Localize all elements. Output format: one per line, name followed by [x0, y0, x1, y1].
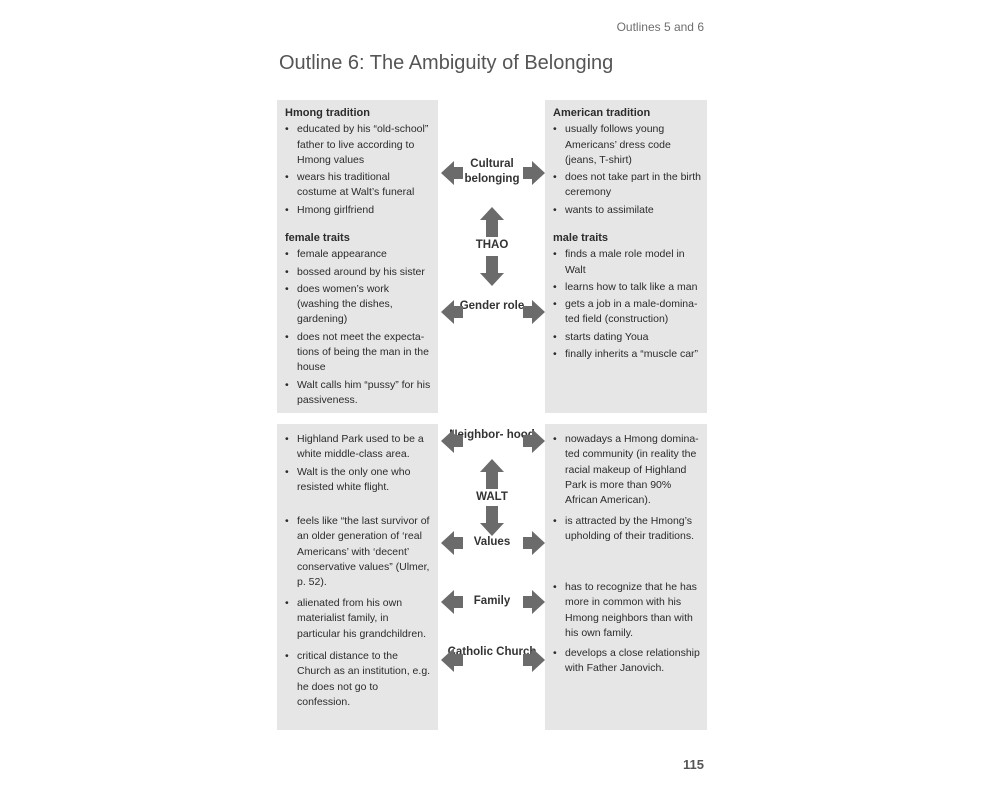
arrow-right-icon	[523, 429, 545, 453]
walt-right-church-list: develops a close relationship with Fathe…	[553, 646, 701, 677]
bullet-item: does women’s work (washing the dishes, g…	[285, 282, 432, 328]
bullet-item: Highland Park used to be a white middle-…	[285, 432, 432, 463]
label-cultural-belonging: Cultural belonging	[464, 158, 520, 185]
walt-right-values: is attracted by the Hmong’s upholding of…	[553, 514, 701, 547]
bullet-item: feels like “the last survivor of an olde…	[285, 514, 432, 590]
arrow-down-icon	[480, 506, 504, 536]
arrow-right-icon	[523, 300, 545, 324]
arrow-right-icon	[523, 531, 545, 555]
female-traits-heading: female traits	[285, 232, 350, 244]
male-traits-list: finds a male role model in Walt learns ho…	[553, 247, 701, 362]
bullet-item: wants to assimilate	[553, 203, 701, 219]
walt-right-panel: nowadays a Hmong domina­ted community (i…	[545, 424, 707, 730]
walt-left-church: critical distance to the Church as an in…	[285, 649, 432, 712]
bullet-item: does not meet the expecta­tions of being…	[285, 330, 432, 376]
walt-left-family-list: alienated from his own materialist famil…	[285, 596, 432, 642]
walt-left-church-list: critical distance to the Church as an in…	[285, 649, 432, 710]
thao-right-panel: American tradition usually follows young…	[545, 100, 707, 413]
arrow-left-icon	[441, 648, 463, 672]
bullet-item: usually follows young Americans’ dress c…	[553, 122, 701, 168]
bullet-item: starts dating Youa	[553, 330, 701, 346]
walt-right-neighborhood: nowadays a Hmong domina­ted community (i…	[553, 432, 701, 510]
bullet-item: is attracted by the Hmong’s upholding of…	[553, 514, 701, 545]
arrow-left-icon	[441, 161, 463, 185]
arrow-up-icon	[480, 459, 504, 489]
arrow-up-icon	[480, 207, 504, 237]
bullet-item: finally inherits a “muscle car”	[553, 347, 701, 363]
female-traits-block: female traits female appearance bossed ar…	[285, 231, 432, 410]
bullet-item: bossed around by his sister	[285, 265, 432, 281]
thao-left-panel: Hmong tradition educated by his “old-sch…	[277, 100, 438, 413]
american-tradition-block: American tradition usually follows young…	[553, 106, 701, 220]
label-neighborhood: Neighbor- hood	[449, 429, 535, 441]
american-tradition-heading: American tradition	[553, 107, 651, 119]
american-tradition-list: usually follows young Americans’ dress c…	[553, 122, 701, 218]
label-values: Values	[473, 536, 511, 548]
male-traits-block: male traits finds a male role model in W…	[553, 231, 701, 364]
bullet-item: learns how to talk like a man	[553, 280, 701, 296]
walt-left-neighborhood-list: Highland Park used to be a white middle-…	[285, 432, 432, 495]
walt-left-values: feels like “the last survivor of an olde…	[285, 514, 432, 592]
arrow-left-icon	[441, 531, 463, 555]
female-traits-list: female appearance bossed around by his si…	[285, 247, 432, 408]
hmong-tradition-block: Hmong tradition educated by his “old-sch…	[285, 106, 432, 220]
label-family: Family	[473, 595, 511, 607]
arrow-down-icon	[480, 256, 504, 286]
bullet-item: Walt calls him “pussy” for his passivene…	[285, 378, 432, 409]
arrow-right-icon	[523, 648, 545, 672]
walt-left-neighborhood: Highland Park used to be a white middle-…	[285, 432, 432, 497]
hmong-tradition-heading: Hmong tradition	[285, 107, 370, 119]
hmong-tradition-list: educated by his “old-school” father to l…	[285, 122, 432, 218]
bullet-item: critical distance to the Church as an in…	[285, 649, 432, 710]
arrow-right-icon	[523, 161, 545, 185]
bullet-item: does not take part in the birth ceremony	[553, 170, 701, 201]
running-header: Outlines 5 and 6	[616, 20, 704, 34]
bullet-item: has to recognize that he has more in com…	[553, 580, 701, 641]
arrow-left-icon	[441, 429, 463, 453]
bullet-item: female appearance	[285, 247, 432, 263]
bullet-item: Walt is the only one who resisted white …	[285, 465, 432, 496]
label-thao: THAO	[475, 239, 509, 251]
walt-right-church: develops a close relationship with Fathe…	[553, 646, 701, 679]
arrow-left-icon	[441, 300, 463, 324]
walt-left-values-list: feels like “the last survivor of an olde…	[285, 514, 432, 590]
bullet-item: wears his traditional costume at Walt’s …	[285, 170, 432, 201]
label-walt: WALT	[476, 491, 508, 503]
walt-right-family-list: has to recognize that he has more in com…	[553, 580, 701, 641]
arrow-right-icon	[523, 590, 545, 614]
walt-right-values-list: is attracted by the Hmong’s upholding of…	[553, 514, 701, 545]
bullet-item: nowadays a Hmong domina­ted community (i…	[553, 432, 701, 508]
walt-right-neighborhood-list: nowadays a Hmong domina­ted community (i…	[553, 432, 701, 508]
label-catholic-church: Catholic Church	[447, 646, 537, 658]
arrow-left-icon	[441, 590, 463, 614]
walt-left-panel: Highland Park used to be a white middle-…	[277, 424, 438, 730]
bullet-item: gets a job in a male-domina­ted field (c…	[553, 297, 701, 328]
bullet-item: finds a male role model in Walt	[553, 247, 701, 278]
page-number: 115	[683, 757, 704, 772]
bullet-item: Hmong girlfriend	[285, 203, 432, 219]
label-gender-role: Gender role	[459, 300, 525, 312]
walt-right-family: has to recognize that he has more in com…	[553, 580, 701, 643]
bullet-item: alienated from his own materialist famil…	[285, 596, 432, 642]
bullet-item: develops a close relationship with Fathe…	[553, 646, 701, 677]
male-traits-heading: male traits	[553, 232, 609, 244]
page-title: Outline 6: The Ambiguity of Belonging	[279, 52, 614, 74]
walt-left-family: alienated from his own materialist famil…	[285, 596, 432, 644]
bullet-item: educated by his “old-school” father to l…	[285, 122, 432, 168]
